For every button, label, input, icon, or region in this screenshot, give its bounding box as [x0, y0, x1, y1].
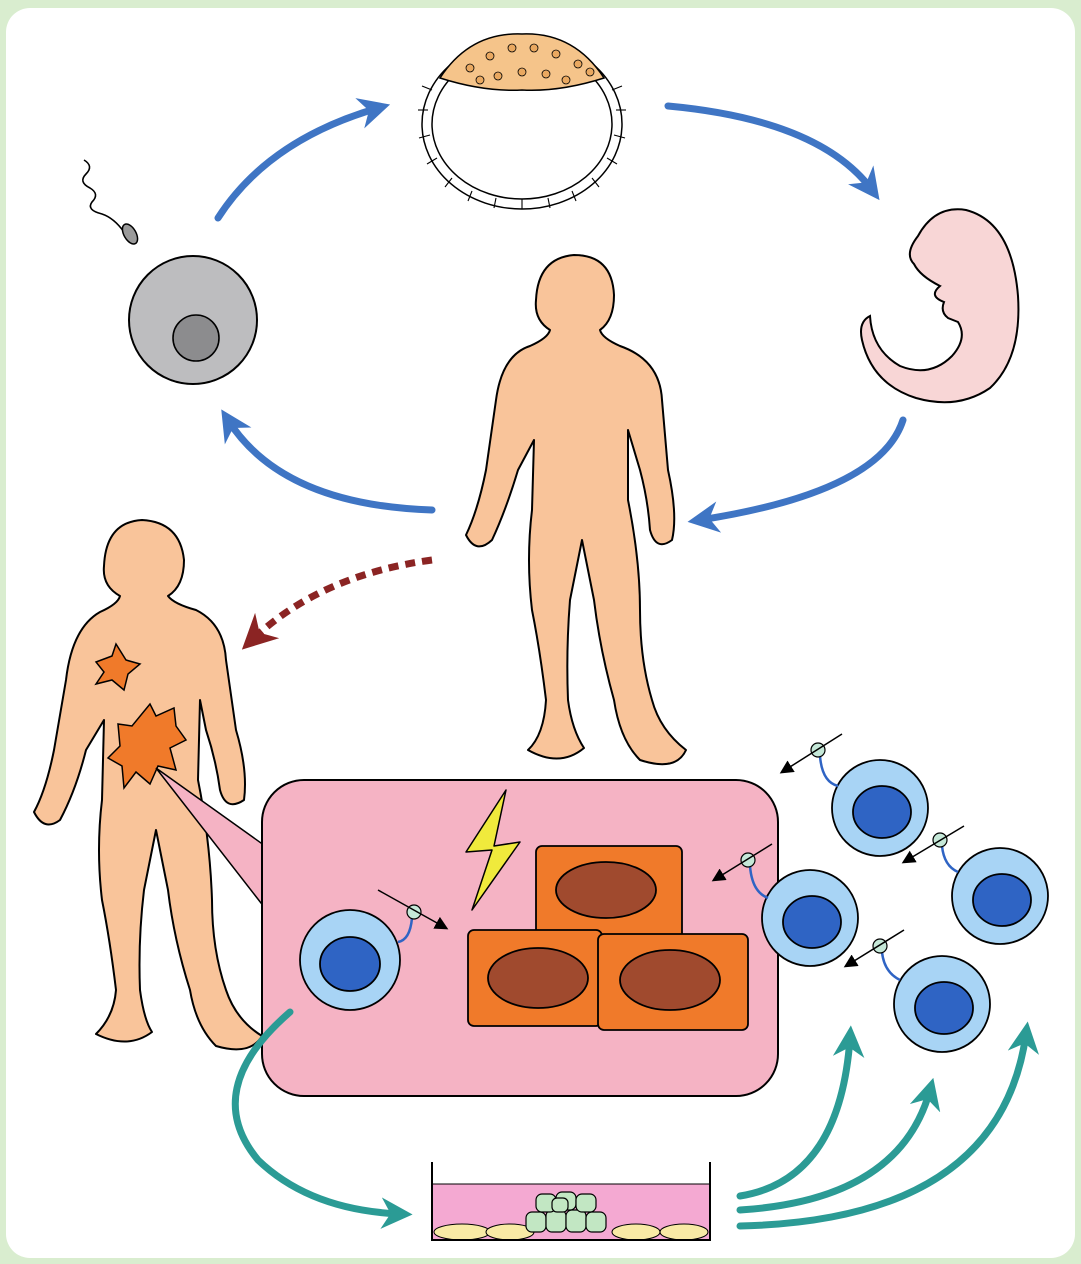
arrow-embryo-to-adult: [700, 420, 903, 520]
t-cell-3: [904, 826, 1048, 944]
culture-dish-icon: [432, 1162, 710, 1240]
patient-with-tumor-icon: [34, 520, 262, 1049]
blastocyst-icon: [418, 34, 626, 209]
sperm-icon: [83, 160, 141, 247]
arrow-blastocyst-to-embryo: [668, 106, 872, 190]
adult-human-icon: [466, 255, 686, 764]
arrow-dish-to-tcells-3: [740, 1034, 1026, 1226]
arrow-egg-to-blastocyst: [218, 108, 378, 218]
t-cell-4: [846, 930, 990, 1052]
embryo-icon: [861, 209, 1018, 402]
egg-cell-icon: [129, 256, 257, 384]
t-cell-1: [782, 734, 928, 856]
arrow-adult-to-patient: [252, 560, 432, 640]
arrow-adult-to-egg: [228, 420, 432, 510]
